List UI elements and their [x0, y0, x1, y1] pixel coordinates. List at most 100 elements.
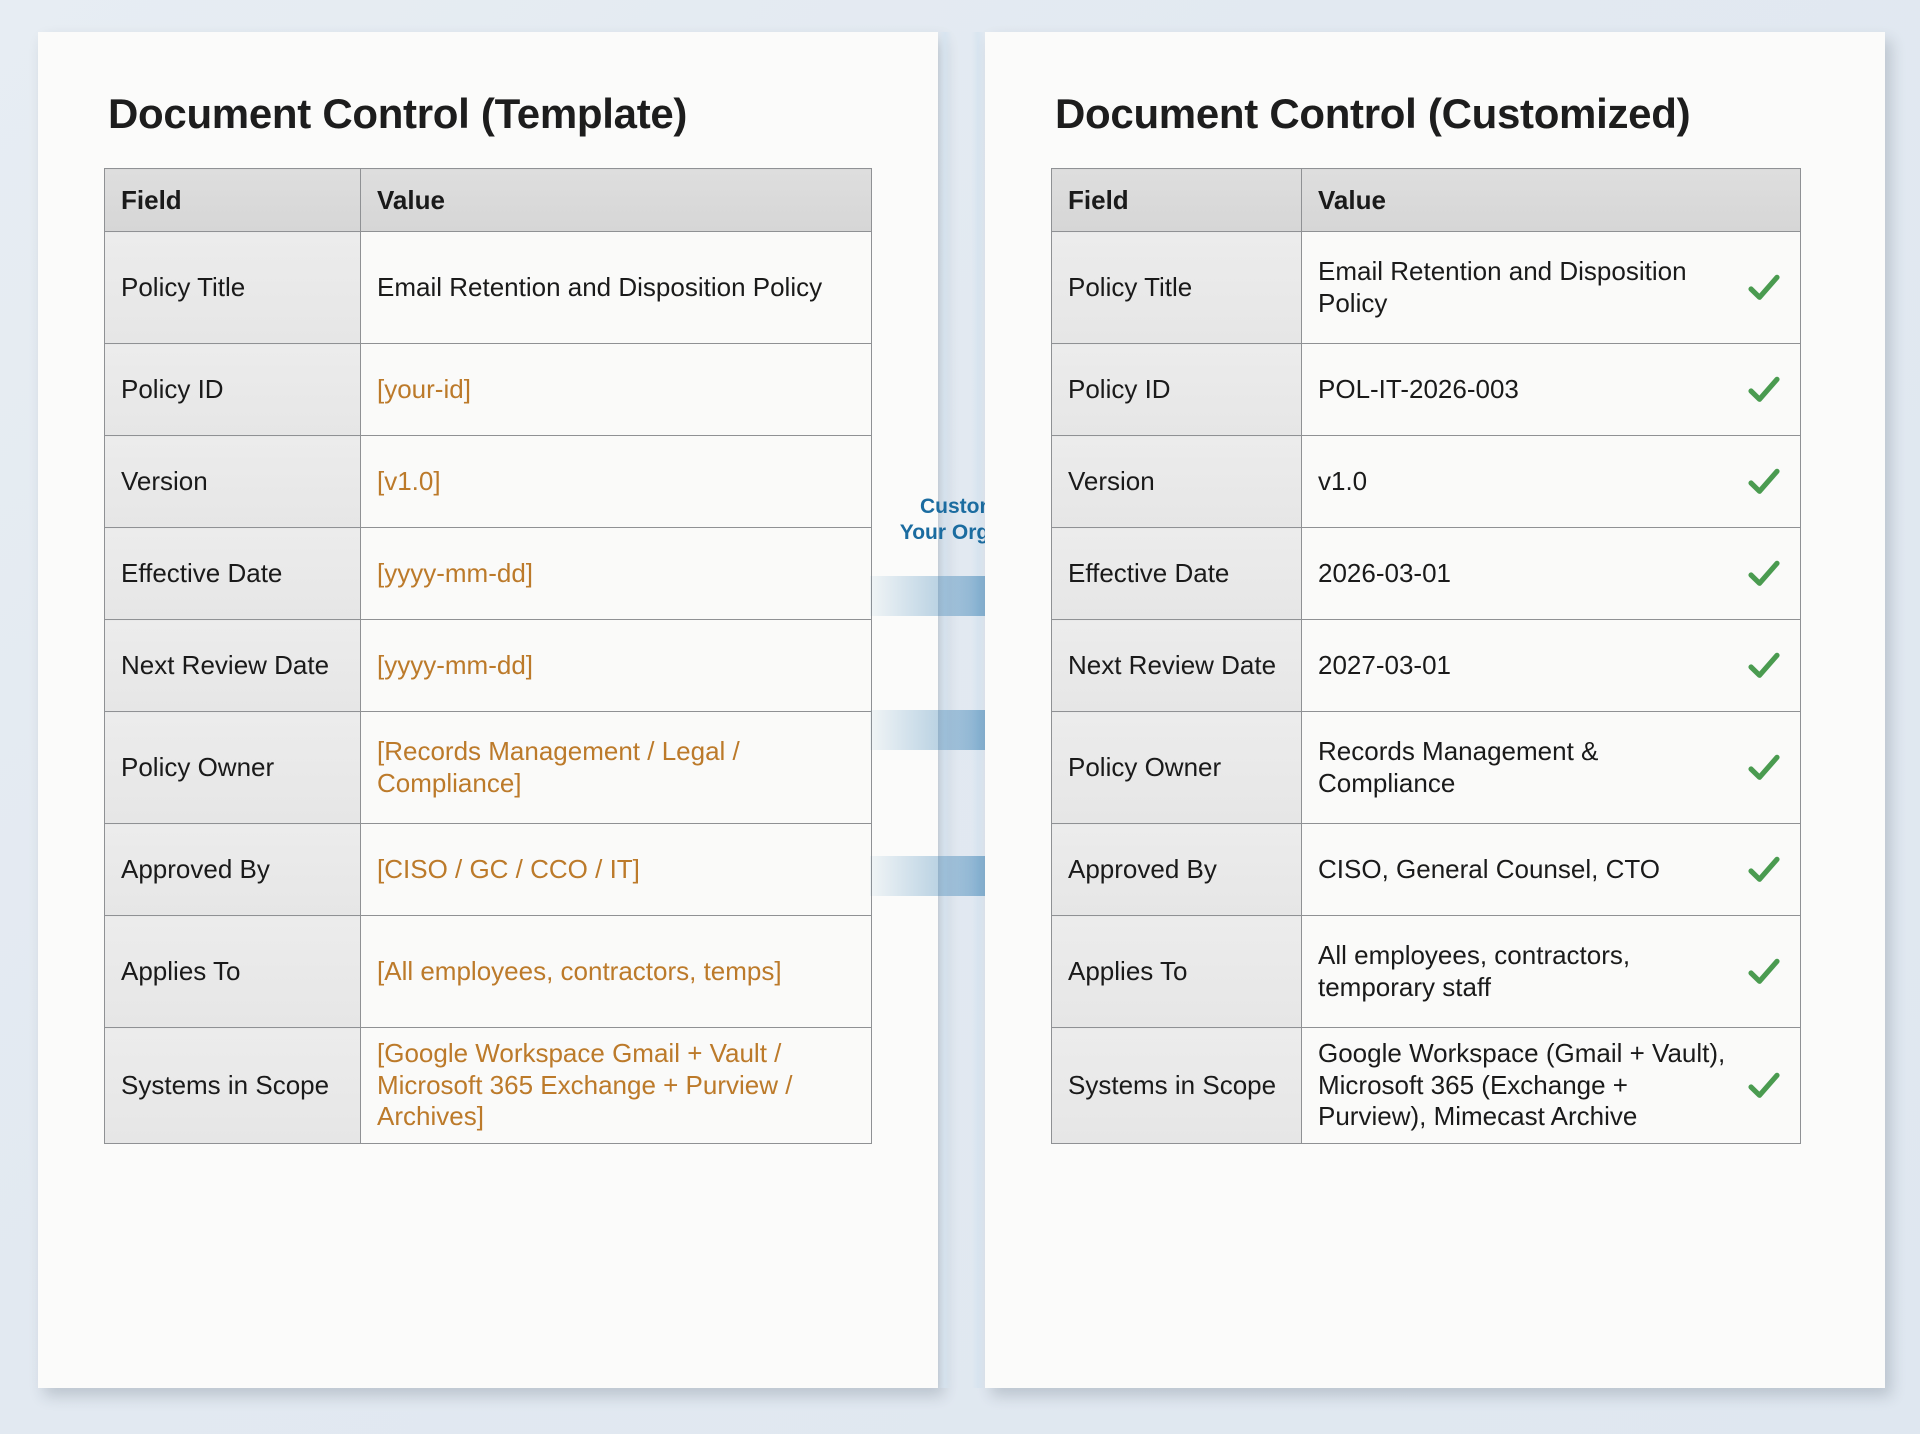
table-header-row: Field Value	[1051, 168, 1801, 232]
value-wrapper: [v1.0]	[377, 466, 855, 498]
template-panel-title: Document Control (Template)	[108, 90, 688, 137]
value-wrapper: [Records Management / Legal / Compliance…	[377, 736, 855, 799]
table-row: Policy ID POL-IT-2026-003	[1051, 343, 1801, 436]
value-cell: Email Retention and Disposition Policy	[1301, 231, 1801, 344]
value-text: Email Retention and Disposition Policy	[377, 271, 823, 302]
value-wrapper: Email Retention and Disposition Policy	[377, 272, 855, 304]
table-row: Effective Date [yyyy-mm-dd]	[104, 527, 872, 620]
value-wrapper: v1.0	[1318, 462, 1784, 502]
field-cell: Policy ID	[1051, 343, 1302, 436]
value-wrapper: POL-IT-2026-003	[1318, 370, 1784, 410]
table-row: Approved By [CISO / GC / CCO / IT]	[104, 823, 872, 916]
table-row: Policy Title Email Retention and Disposit…	[1051, 231, 1801, 344]
value-cell: v1.0	[1301, 435, 1801, 528]
value-text: Email Retention and Disposition Policy	[1318, 255, 1687, 318]
value-cell: [v1.0]	[360, 435, 872, 528]
field-cell: Policy Title	[104, 231, 361, 344]
field-cell: Systems in Scope	[1051, 1026, 1302, 1145]
placeholder-value: [All employees, contractors, temps]	[377, 955, 782, 986]
value-text: All employees, contractors, temporary st…	[1318, 939, 1631, 1002]
value-cell: [your-id]	[360, 343, 872, 436]
column-header-field: Field	[1051, 168, 1302, 232]
table-row: Policy Owner [Records Management / Legal …	[104, 711, 872, 824]
value-cell: Google Workspace (Gmail + Vault), Micros…	[1301, 1026, 1801, 1145]
value-text: CISO, General Counsel, CTO	[1318, 853, 1660, 884]
panel-gap-right	[971, 32, 985, 1388]
field-cell: Policy ID	[104, 343, 361, 436]
field-cell: Approved By	[104, 823, 361, 916]
placeholder-value: [yyyy-mm-dd]	[377, 557, 533, 588]
value-cell: [Records Management / Legal / Compliance…	[360, 711, 872, 824]
value-wrapper: [your-id]	[377, 374, 855, 406]
panel-gap-left	[938, 32, 952, 1388]
check-icon	[1744, 952, 1784, 992]
value-cell: [yyyy-mm-dd]	[360, 527, 872, 620]
value-wrapper: 2027-03-01	[1318, 646, 1784, 686]
value-wrapper: 2026-03-01	[1318, 554, 1784, 594]
value-text: v1.0	[1318, 465, 1368, 496]
field-cell: Effective Date	[1051, 527, 1302, 620]
customized-panel-title: Document Control (Customized)	[1055, 90, 1691, 137]
template-panel: Document Control (Template) Field Value …	[38, 32, 938, 1388]
value-text: Google Workspace (Gmail + Vault), Micros…	[1318, 1038, 1726, 1132]
check-icon	[1744, 554, 1784, 594]
field-cell: Next Review Date	[1051, 619, 1302, 712]
table-row: Effective Date 2026-03-01	[1051, 527, 1801, 620]
value-text: POL-IT-2026-003	[1318, 373, 1519, 404]
value-cell: CISO, General Counsel, CTO	[1301, 823, 1801, 916]
value-cell: [yyyy-mm-dd]	[360, 619, 872, 712]
value-cell: [All employees, contractors, temps]	[360, 915, 872, 1028]
check-icon	[1744, 748, 1784, 788]
field-cell: Applies To	[1051, 915, 1302, 1028]
field-cell: Policy Owner	[104, 711, 361, 824]
value-cell: All employees, contractors, temporary st…	[1301, 915, 1801, 1028]
field-cell: Approved By	[1051, 823, 1302, 916]
table-row: Applies To [All employees, contractors, t…	[104, 915, 872, 1028]
value-cell: [Google Workspace Gmail + Vault / Micros…	[360, 1026, 872, 1145]
value-wrapper: [yyyy-mm-dd]	[377, 650, 855, 682]
customized-table: Field Value Policy Title Email Retention …	[1051, 168, 1801, 1145]
value-wrapper: [yyyy-mm-dd]	[377, 558, 855, 590]
field-cell: Policy Title	[1051, 231, 1302, 344]
table-row: Version [v1.0]	[104, 435, 872, 528]
field-cell: Version	[104, 435, 361, 528]
value-wrapper: [Google Workspace Gmail + Vault / Micros…	[377, 1038, 855, 1133]
template-table: Field Value Policy Title Email Retention …	[104, 168, 872, 1145]
value-wrapper: CISO, General Counsel, CTO	[1318, 850, 1784, 890]
value-wrapper: [All employees, contractors, temps]	[377, 956, 855, 988]
value-cell: 2026-03-01	[1301, 527, 1801, 620]
table-row: Applies To All employees, contractors, te…	[1051, 915, 1801, 1028]
placeholder-value: [v1.0]	[377, 465, 441, 496]
placeholder-value: [Google Workspace Gmail + Vault / Micros…	[377, 1038, 793, 1132]
column-header-field: Field	[104, 168, 361, 232]
check-icon	[1744, 268, 1784, 308]
table-row: Policy Owner Records Management & Complia…	[1051, 711, 1801, 824]
placeholder-value: [CISO / GC / CCO / IT]	[377, 853, 640, 884]
value-wrapper: Google Workspace (Gmail + Vault), Micros…	[1318, 1038, 1784, 1133]
value-text: 2026-03-01	[1318, 557, 1451, 588]
table-row: Next Review Date[yyyy-mm-dd]	[104, 619, 872, 712]
column-header-value: Value	[360, 168, 872, 232]
table-row: Policy Title Email Retention and Disposit…	[104, 231, 872, 344]
value-cell: Email Retention and Disposition Policy	[360, 231, 872, 344]
table-row: Next Review Date 2027-03-01	[1051, 619, 1801, 712]
check-icon	[1744, 462, 1784, 502]
field-cell: Policy Owner	[1051, 711, 1302, 824]
field-cell: Applies To	[104, 915, 361, 1028]
value-cell: [CISO / GC / CCO / IT]	[360, 823, 872, 916]
value-wrapper: All employees, contractors, temporary st…	[1318, 940, 1784, 1003]
table-row: Systems in Scope[Google Workspace Gmail …	[104, 1026, 872, 1145]
table-row: Approved By CISO, General Counsel, CTO	[1051, 823, 1801, 916]
value-text: Records Management & Compliance	[1318, 735, 1599, 798]
field-cell: Effective Date	[104, 527, 361, 620]
value-wrapper: Email Retention and Disposition Policy	[1318, 256, 1784, 319]
value-wrapper: Records Management & Compliance	[1318, 736, 1784, 799]
table-header-row: Field Value	[104, 168, 872, 232]
value-wrapper: [CISO / GC / CCO / IT]	[377, 854, 855, 886]
value-text: 2027-03-01	[1318, 649, 1451, 680]
placeholder-value: [Records Management / Legal / Compliance…	[377, 735, 740, 798]
value-cell: POL-IT-2026-003	[1301, 343, 1801, 436]
